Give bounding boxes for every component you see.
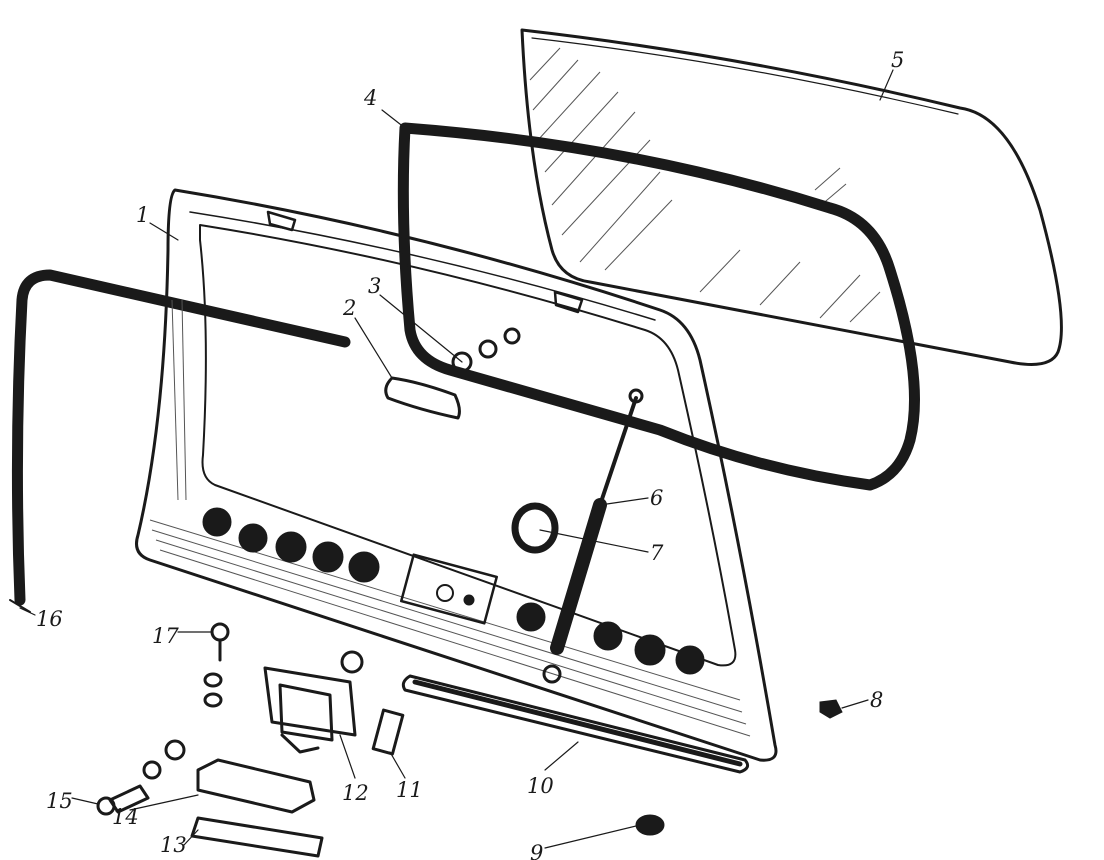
label-1: 1 bbox=[136, 203, 149, 227]
label-16: 16 bbox=[36, 607, 63, 631]
bolt-15 bbox=[96, 739, 186, 816]
label-2: 2 bbox=[342, 296, 356, 320]
label-17: 17 bbox=[152, 624, 179, 648]
screw-11 bbox=[371, 708, 405, 756]
label-14: 14 bbox=[112, 805, 139, 829]
label-6: 6 bbox=[650, 486, 663, 510]
label-5: 5 bbox=[891, 48, 904, 72]
bolt-17 bbox=[203, 622, 230, 708]
glass-pane bbox=[520, 28, 1063, 366]
part-labels: 1 2 3 4 5 6 7 8 9 10 11 12 13 14 15 16 1… bbox=[36, 48, 904, 860]
plug bbox=[635, 814, 665, 836]
bolt-8 bbox=[819, 699, 843, 719]
nut-and-washers bbox=[451, 327, 521, 373]
label-4: 4 bbox=[363, 86, 377, 110]
tailgate-frame bbox=[135, 188, 778, 762]
glass-seal bbox=[397, 122, 920, 491]
label-10: 10 bbox=[527, 774, 554, 798]
door-seal-strip bbox=[11, 269, 351, 606]
label-12: 12 bbox=[342, 781, 369, 805]
label-7: 7 bbox=[650, 541, 664, 565]
label-15: 15 bbox=[46, 789, 73, 813]
plate-14 bbox=[196, 758, 316, 814]
plate-13 bbox=[190, 816, 324, 858]
handle bbox=[384, 376, 461, 420]
label-11: 11 bbox=[396, 778, 423, 802]
grommet bbox=[511, 502, 559, 554]
label-8: 8 bbox=[870, 688, 883, 712]
lock-assembly bbox=[263, 650, 364, 754]
sill-strip bbox=[401, 674, 750, 774]
label-13: 13 bbox=[160, 833, 187, 857]
tailgate-holes bbox=[202, 507, 705, 675]
leader-lines bbox=[19, 69, 894, 849]
gas-strut bbox=[542, 388, 644, 684]
label-3: 3 bbox=[368, 274, 381, 298]
label-9: 9 bbox=[530, 841, 543, 860]
